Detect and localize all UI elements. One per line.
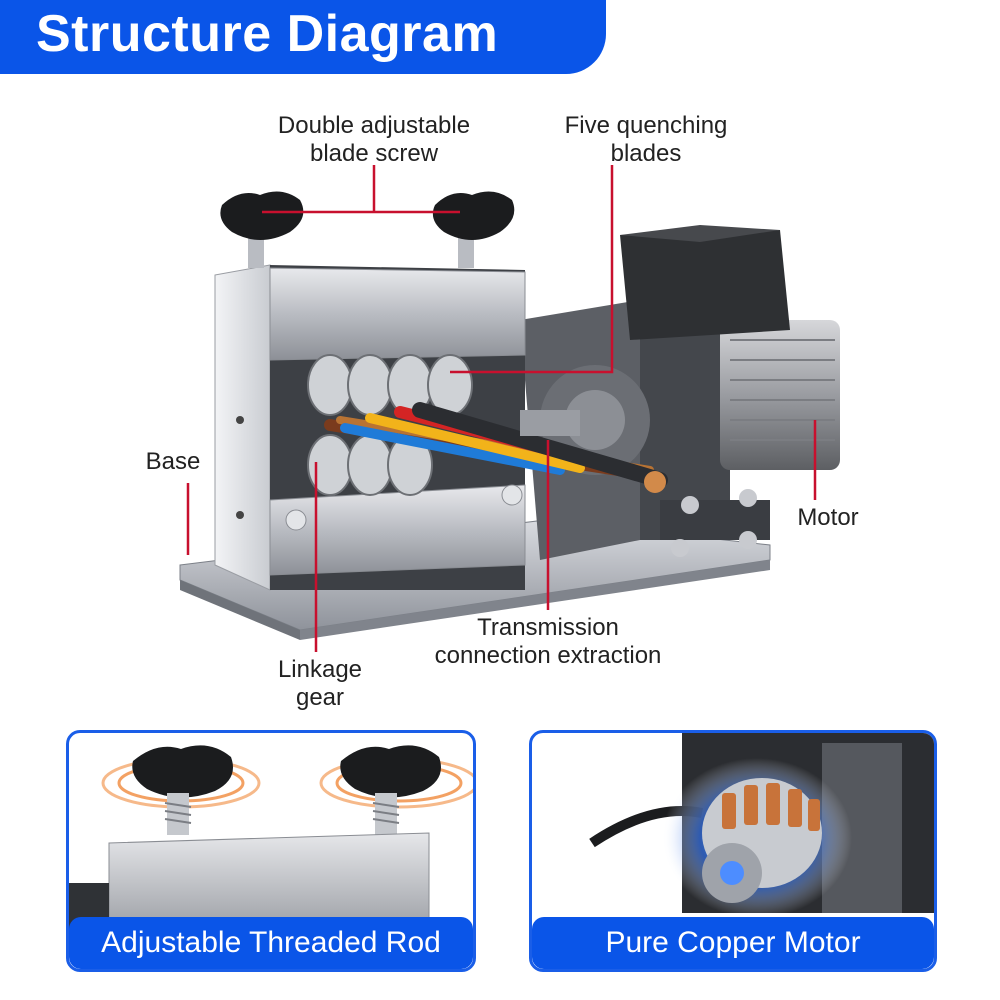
panel-copper-motor: Pure Copper Motor <box>529 730 937 972</box>
label-blade-screw: Double adjustable blade screw <box>277 112 471 167</box>
copper-motor-illustration <box>589 733 934 918</box>
label-linkage-gear: Linkage gear <box>277 656 363 711</box>
label-base: Base <box>145 448 201 475</box>
machine-illustration <box>179 165 840 652</box>
knob-right <box>432 191 515 268</box>
knob-left <box>220 191 304 268</box>
caption-threaded-rod: Adjustable Threaded Rod <box>69 917 473 969</box>
title-banner: Structure Diagram <box>0 0 606 74</box>
caption-copper-motor: Pure Copper Motor <box>532 917 934 969</box>
leader-lines <box>186 165 817 652</box>
label-motor: Motor <box>797 504 859 531</box>
label-transmission: Transmission connection extraction <box>434 614 662 669</box>
page-title: Structure Diagram <box>36 5 499 63</box>
threaded-rod-illustration <box>69 745 473 934</box>
panel-threaded-rod: Adjustable Threaded Rod <box>66 730 476 972</box>
label-quenching-blades: Five quenching blades <box>564 112 728 167</box>
